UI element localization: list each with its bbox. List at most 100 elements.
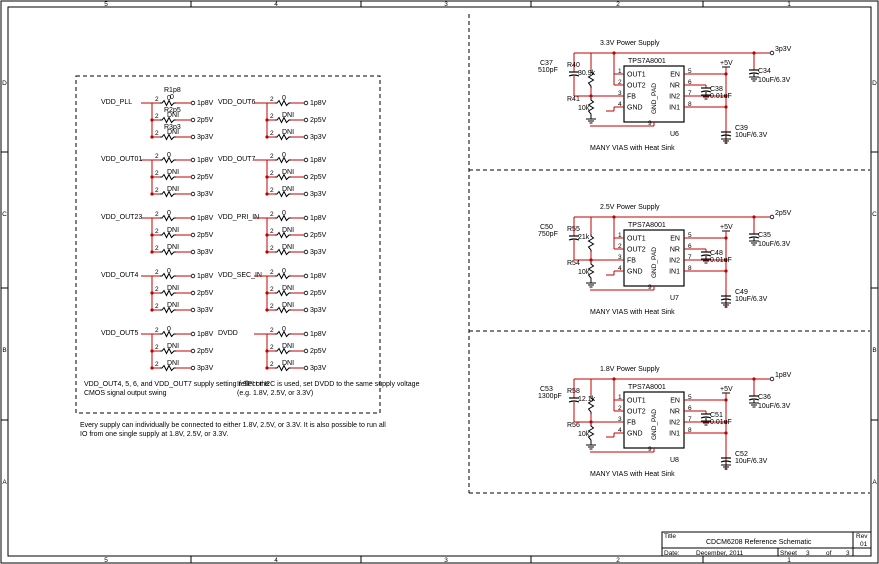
junction-dot bbox=[265, 366, 269, 370]
resistor-value: DNI bbox=[282, 227, 294, 234]
rtop-resistor bbox=[587, 234, 595, 252]
capacitor-ref: C35 bbox=[758, 232, 771, 239]
capacitor-ref: C39 bbox=[735, 125, 748, 132]
resistor-value: DNI bbox=[282, 186, 294, 193]
pin-number: 5 bbox=[688, 232, 692, 239]
ground-icon bbox=[586, 116, 596, 124]
capacitor-ref: C37 bbox=[540, 60, 553, 67]
output-net-label: 3p3V bbox=[197, 307, 214, 314]
power-supply-2: 2.5V Power Supply2p5VTPS7A8001U7GND_PAD9… bbox=[538, 204, 792, 316]
output-net-label: 1p8V bbox=[310, 100, 327, 107]
resistor-value: 21k bbox=[578, 234, 590, 241]
frame-row-label: D bbox=[872, 80, 877, 87]
capacitor-value: 1300pF bbox=[538, 393, 562, 400]
output-net-label: 3p3V bbox=[310, 191, 327, 198]
output-net-label: 3p3V bbox=[310, 249, 327, 256]
resistor bbox=[160, 173, 176, 181]
rbot-resistor bbox=[587, 98, 595, 116]
net-terminal bbox=[303, 290, 309, 296]
ground-icon bbox=[586, 442, 596, 450]
resistor bbox=[160, 330, 176, 338]
resistor-value: 0 bbox=[167, 210, 171, 217]
pin-number: 2 bbox=[270, 286, 274, 293]
resistor bbox=[160, 133, 176, 141]
capacitor-value: 10uF/6.3V bbox=[735, 132, 768, 139]
resistor bbox=[160, 248, 176, 256]
net-terminal bbox=[769, 50, 775, 56]
cap-plate-curved bbox=[748, 72, 760, 75]
pin-number: 6 bbox=[688, 243, 692, 250]
resistor-value: 0 bbox=[167, 152, 171, 159]
resistor-value: DNI bbox=[282, 244, 294, 251]
cout-capacitor bbox=[748, 233, 760, 239]
resistor-value: DNI bbox=[282, 285, 294, 292]
net-label: VDD_OUT01 bbox=[101, 156, 142, 163]
net-terminal bbox=[190, 157, 196, 163]
output-net-label: 3p3V bbox=[197, 249, 214, 256]
frame-row-label: B bbox=[2, 347, 6, 354]
pin-number: 2 bbox=[270, 153, 274, 160]
net-label: VDD_OUT4 bbox=[101, 272, 138, 279]
net-terminal bbox=[190, 215, 196, 221]
frame-col-label: 3 bbox=[444, 1, 448, 8]
junction-dot bbox=[752, 51, 756, 55]
junction-dot bbox=[752, 215, 756, 219]
cff-capacitor bbox=[568, 71, 580, 77]
junction-dot bbox=[724, 236, 728, 240]
nr-capacitor bbox=[700, 413, 712, 419]
capacitor-ref: C49 bbox=[735, 289, 748, 296]
resistor bbox=[275, 306, 291, 314]
resistor bbox=[275, 99, 291, 107]
supply-net-label: 2p5V bbox=[775, 210, 792, 217]
junction-dot bbox=[724, 269, 728, 273]
frame-col-label: 5 bbox=[104, 1, 108, 8]
junction-dot bbox=[612, 215, 616, 219]
cout-capacitor bbox=[748, 395, 760, 401]
resistor-value: DNI bbox=[282, 343, 294, 350]
resistor-value: 0 bbox=[167, 95, 171, 102]
pin-number: 2 bbox=[270, 130, 274, 137]
pin-number: 8 bbox=[688, 101, 692, 108]
pin-name: GND bbox=[627, 431, 643, 438]
net-terminal bbox=[303, 157, 309, 163]
net-terminal bbox=[190, 348, 196, 354]
net-terminal bbox=[303, 331, 309, 337]
ground-icon bbox=[749, 238, 759, 246]
frame-col-label: 2 bbox=[616, 557, 620, 564]
net-terminal bbox=[190, 331, 196, 337]
supply-net-label: 3p3V bbox=[775, 46, 792, 53]
net-terminal bbox=[190, 134, 196, 140]
frame-col-label: 3 bbox=[444, 557, 448, 564]
pin-name: NR bbox=[670, 409, 680, 416]
pin-number: 2 bbox=[155, 228, 159, 235]
junction-dot bbox=[724, 72, 728, 76]
resistor bbox=[275, 190, 291, 198]
net-terminal bbox=[190, 100, 196, 106]
pin-number: 1 bbox=[618, 232, 622, 239]
junction-dot bbox=[724, 105, 728, 109]
capacitor-value: 10uF/6.3V bbox=[758, 403, 791, 410]
resistor bbox=[160, 347, 176, 355]
junction-dot bbox=[265, 118, 269, 122]
frame-col-label: 1 bbox=[787, 1, 791, 8]
output-net-label: 3p3V bbox=[310, 134, 327, 141]
pin-number: 2 bbox=[155, 245, 159, 252]
pin-name: IN2 bbox=[669, 258, 680, 265]
resistor-value: DNI bbox=[167, 302, 179, 309]
pin-name: NR bbox=[670, 83, 680, 90]
pin-number: 2 bbox=[155, 269, 159, 276]
net-terminal bbox=[190, 307, 196, 313]
ic-pad-label: GND_PAD bbox=[651, 409, 658, 440]
sheet-value: 3 bbox=[806, 550, 810, 557]
net-label: VDD_SEC_IN bbox=[218, 272, 262, 279]
net-terminal bbox=[303, 273, 309, 279]
pin-number: 2 bbox=[270, 113, 274, 120]
ic-ref: U7 bbox=[670, 295, 679, 302]
pin-number: 2 bbox=[270, 344, 274, 351]
capacitor-ref: C50 bbox=[540, 224, 553, 231]
ic-ref: U6 bbox=[670, 131, 679, 138]
ic-pad-pin: 9 bbox=[648, 446, 652, 453]
